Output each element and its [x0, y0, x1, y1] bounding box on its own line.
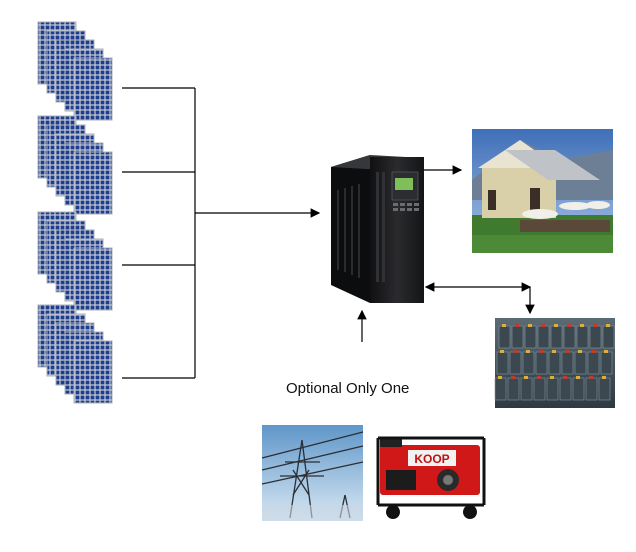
- battery-cell: [546, 377, 559, 401]
- battery-cell: [576, 325, 589, 349]
- battery-cell: [602, 325, 615, 349]
- battery-cell: [496, 351, 509, 375]
- battery-terminal: [604, 350, 608, 353]
- battery-terminal: [513, 350, 517, 353]
- battery-terminal: [576, 376, 580, 379]
- battery-cell: [507, 377, 520, 401]
- battery-terminal: [511, 376, 515, 379]
- battery-cell: [587, 351, 600, 375]
- solar-panel: [73, 340, 113, 404]
- battery-cell: [498, 325, 511, 349]
- battery-terminal: [528, 324, 532, 327]
- battery-terminal: [565, 350, 569, 353]
- battery-terminal: [552, 350, 556, 353]
- battery-terminal: [498, 376, 502, 379]
- battery-cell: [509, 351, 522, 375]
- house-image: [472, 129, 613, 253]
- solar-panel-group: [37, 211, 113, 311]
- battery-terminal: [589, 376, 593, 379]
- battery-cell: [524, 325, 537, 349]
- battery-terminal: [578, 350, 582, 353]
- battery-terminal: [550, 376, 554, 379]
- utility-grid-image: [261, 425, 364, 521]
- battery-cell: [589, 325, 602, 349]
- solar-panel: [73, 57, 113, 121]
- caption-optional-only-one: Optional Only One: [286, 380, 410, 397]
- battery-cell: [494, 377, 507, 401]
- battery-cell: [563, 325, 576, 349]
- diesel-generator-image: KOOP: [375, 430, 487, 522]
- battery-terminal: [526, 350, 530, 353]
- panel-bus-wiring: [122, 87, 196, 379]
- battery-terminal: [606, 324, 610, 327]
- battery-cell: [574, 351, 587, 375]
- battery-terminal: [524, 376, 528, 379]
- battery-terminal: [593, 324, 597, 327]
- solar-panel-group: [37, 21, 113, 121]
- battery-terminal: [554, 324, 558, 327]
- battery-terminal: [563, 376, 567, 379]
- battery-terminal: [515, 324, 519, 327]
- battery-cell: [600, 351, 613, 375]
- battery-cell: [522, 351, 535, 375]
- battery-bank-image: [494, 318, 615, 408]
- battery-cell: [535, 351, 548, 375]
- battery-cell: [548, 351, 561, 375]
- battery-terminal: [591, 350, 595, 353]
- inverter-screen: [395, 178, 413, 190]
- battery-terminal: [502, 324, 506, 327]
- solar-panel-group: [37, 304, 113, 404]
- battery-cell: [559, 377, 572, 401]
- battery-cell: [520, 377, 533, 401]
- battery-cell: [572, 377, 585, 401]
- solar-panel: [73, 247, 113, 311]
- battery-cell: [511, 325, 524, 349]
- solar-panel: [73, 151, 113, 215]
- battery-terminal: [567, 324, 571, 327]
- battery-terminal: [537, 376, 541, 379]
- inverter: [331, 155, 424, 303]
- battery-terminal: [541, 324, 545, 327]
- battery-cell: [561, 351, 574, 375]
- battery-terminal: [539, 350, 543, 353]
- solar-panel-group: [37, 115, 113, 215]
- generator-brand: KOOP: [414, 452, 449, 466]
- battery-cell: [585, 377, 598, 401]
- battery-terminal: [602, 376, 606, 379]
- battery-cell: [598, 377, 611, 401]
- battery-terminal: [580, 324, 584, 327]
- battery-cell: [550, 325, 563, 349]
- battery-terminal: [500, 350, 504, 353]
- battery-cell: [533, 377, 546, 401]
- battery-cell: [537, 325, 550, 349]
